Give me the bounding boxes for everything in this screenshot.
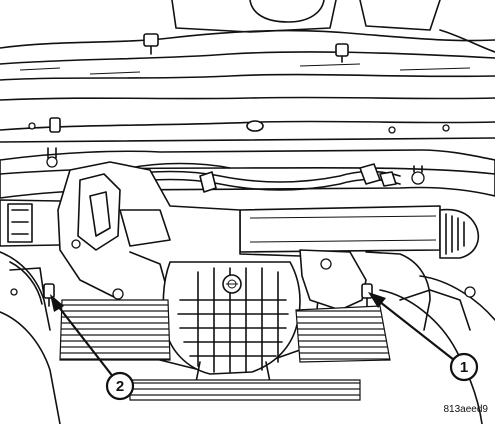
body-mount-bolt — [49, 117, 61, 133]
body-mount-bolt — [335, 43, 349, 63]
axle-mount-bolt — [43, 283, 55, 307]
callout-2-label: 2 — [116, 378, 124, 395]
lower-panel — [0, 267, 495, 424]
callout-1: 1 — [368, 292, 479, 382]
callout-1-label: 1 — [460, 359, 468, 376]
body-mount-bolt — [143, 33, 159, 55]
figure-id: 813aeed9 — [444, 404, 489, 415]
axle-mount-bolt — [361, 283, 373, 307]
brake-line-tube — [119, 162, 401, 193]
callout-2: 2 — [50, 294, 135, 401]
suspension-bracket — [0, 249, 431, 331]
vehicle-underbody — [0, 0, 495, 143]
